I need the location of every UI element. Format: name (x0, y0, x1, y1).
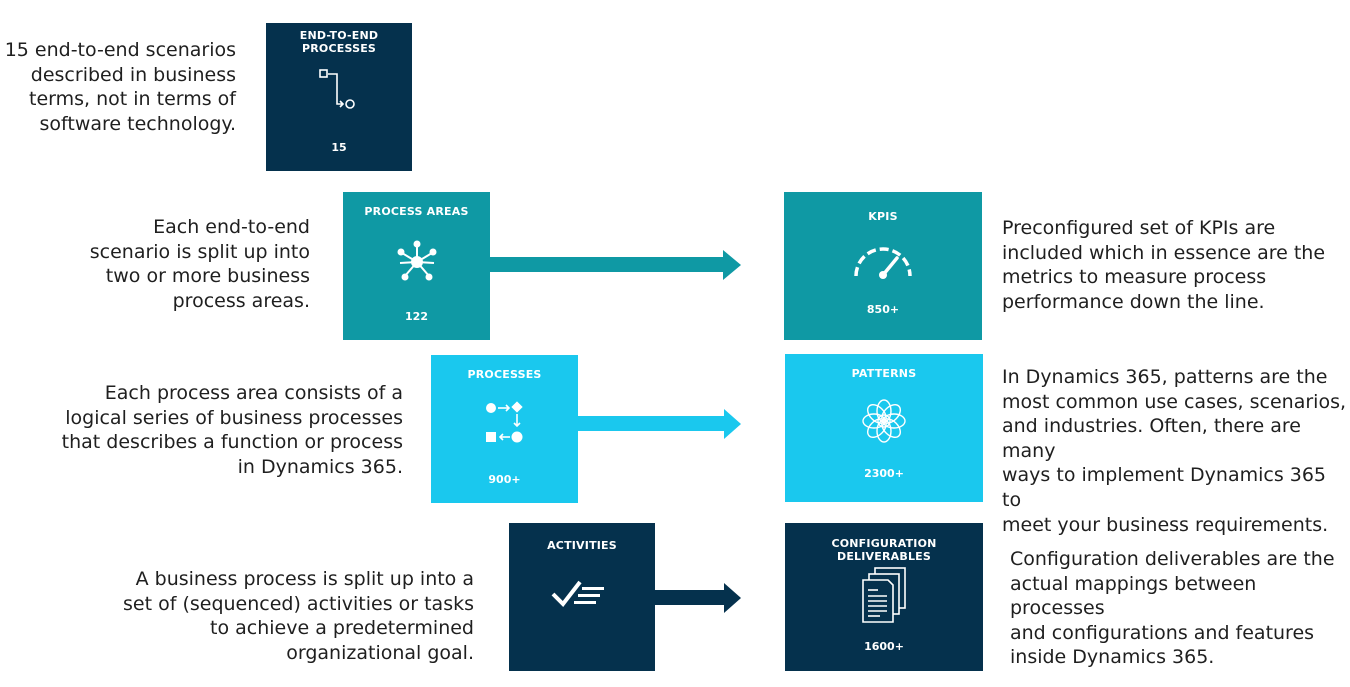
activities-title: ACTIVITIES (547, 539, 617, 552)
processes-to-patterns-arrow (578, 409, 741, 439)
checklist-icon (550, 576, 614, 616)
process-areas-title: PROCESS AREAS (364, 205, 469, 218)
process-steps-icon (483, 399, 527, 451)
flower-pattern-icon (860, 397, 908, 449)
e2e-processes-count: 15 (331, 141, 347, 154)
process-areas-count: 122 (405, 310, 428, 323)
processes-count: 900+ (488, 473, 521, 486)
speedometer-icon (851, 242, 915, 286)
e2e-processes-tile: END-TO-END PROCESSES 15 (266, 23, 412, 171)
kpis-tile: KPIS 850+ (784, 192, 982, 340)
config-deliverables-tile: CONFIGURATION DELIVERABLES 1600+ (785, 523, 983, 671)
e2e-processes-title: END-TO-END PROCESSES (299, 29, 379, 55)
kpis-title: KPIS (868, 210, 898, 223)
patterns-tile: PATTERNS 2300+ (785, 354, 983, 502)
flow-icon (317, 67, 361, 117)
patterns-title: PATTERNS (851, 367, 917, 380)
process-areas-tile: PROCESS AREAS 122 (343, 192, 490, 340)
activities-tile: ACTIVITIES (509, 523, 655, 671)
e2e-description: 15 end-to-end scenarios described in bus… (4, 39, 236, 135)
patterns-count: 2300+ (864, 467, 904, 480)
activities-to-config-arrow (655, 583, 741, 613)
kpis-description: Preconfigured set of KPIs are included w… (1002, 217, 1326, 313)
process-areas-description: Each end-to-end scenario is split up int… (89, 216, 310, 312)
config-description: Configuration deliverables are the actua… (1010, 548, 1335, 669)
processes-tile: PROCESSES 900+ (431, 355, 578, 503)
config-deliverables-count: 1600+ (864, 640, 904, 653)
hub-network-icon (394, 239, 440, 289)
kpis-count: 850+ (866, 303, 900, 316)
config-deliverables-title: CONFIGURATION DELIVERABLES (831, 537, 937, 563)
processes-description: Each process area consists of a logical … (61, 382, 403, 478)
process-areas-to-kpis-arrow (490, 250, 741, 280)
activities-description: A business process is split up into a se… (123, 568, 474, 664)
processes-title: PROCESSES (467, 368, 542, 381)
documents-icon (858, 566, 910, 632)
patterns-description: In Dynamics 365, patterns are the most c… (1002, 366, 1347, 536)
